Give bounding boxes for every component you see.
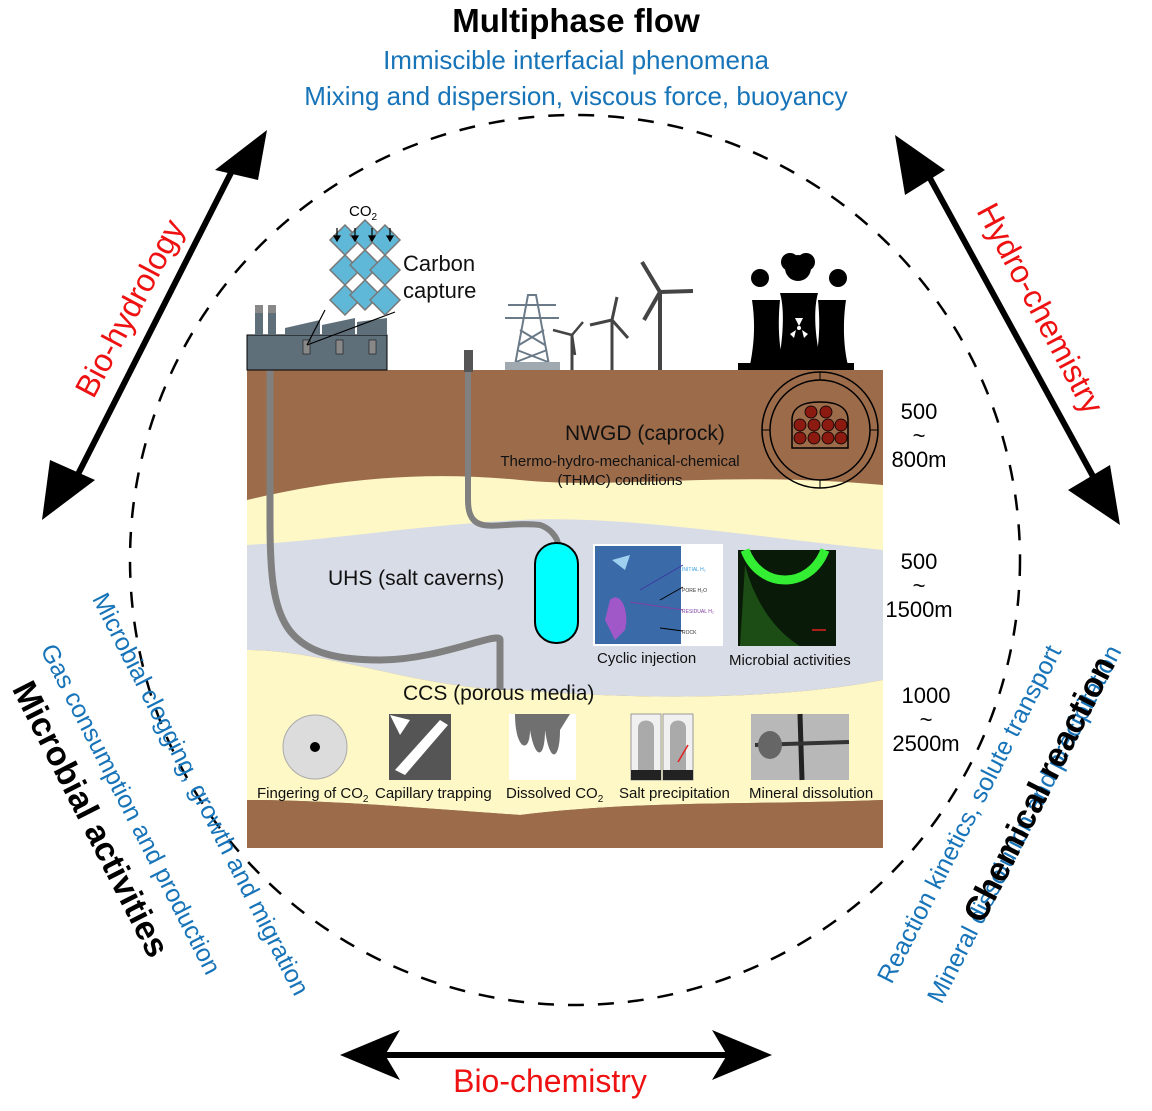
factory-icon [246, 305, 396, 371]
ccs-depth: 1000~2500m [892, 683, 960, 756]
nwgd-depth: 500~800m [891, 399, 947, 472]
arrow-bio-chemistry [340, 1030, 772, 1080]
caption-mineral-dissolution: Mineral dissolution [749, 785, 874, 802]
ccs-pipe [266, 345, 504, 690]
carbon-capture-label: Carbon capture [403, 251, 477, 303]
power-pylon-icon [505, 294, 560, 370]
caption-fingering: Fingering of CO2 [257, 785, 369, 805]
dashed-cycle-circle [128, 113, 1022, 1007]
co2-label: CO2 [349, 203, 378, 223]
title-multiphase-flow: Multiphase flow [452, 2, 700, 39]
cyclic-injection-labels: INITIAL H₂ PORE H₂O RESIDUAL H₂ ROCK [682, 567, 714, 636]
caption-microbial-activities: Microbial activities [729, 652, 851, 669]
fingering-image [282, 714, 348, 780]
wind-turbines-icon [552, 260, 694, 370]
uhs-pipe [465, 370, 561, 546]
nuclear-repository-icon [761, 371, 879, 489]
nuclear-plant-icon [738, 253, 854, 370]
ccs-title: CCS (porous media) [403, 682, 595, 705]
microbial-activities-image [738, 548, 836, 646]
label-bio-chemistry: Bio-chemistry [453, 1063, 647, 1099]
subtitle-line2: Mixing and dispersion, viscous force, bu… [304, 81, 848, 111]
caption-salt-precipitation: Salt precipitation [619, 785, 730, 802]
h2-storage-tank [534, 542, 579, 644]
carbon-capture-crystal-icon [328, 218, 402, 317]
caption-dissolved-co2: Dissolved CO2 [506, 785, 604, 805]
mineral-dissolution-image [751, 713, 850, 781]
caption-cyclic-injection: Cyclic injection [597, 650, 697, 667]
capillary-trapping-image [389, 714, 451, 780]
cyclic-injection-image [593, 544, 723, 646]
arrow-bio-hydrology [42, 130, 267, 520]
arrow-hydro-chemistry [895, 135, 1120, 525]
nwgd-title: NWGD (caprock) [565, 422, 725, 445]
bottom-rock [247, 800, 883, 848]
salt-precipitation-image [630, 713, 694, 781]
subtitle-line1: Immiscible interfacial phenomena [383, 45, 769, 75]
uhs-title: UHS (salt caverns) [328, 567, 505, 590]
caption-capillary-trapping: Capillary trapping [375, 785, 492, 802]
geology-cross-section [247, 345, 883, 848]
dissolved-co2-image [509, 714, 576, 780]
uhs-depth: 500~1500m [885, 549, 953, 622]
nwgd-description: Thermo-hydro-mechanical-chemical (THMC) … [500, 453, 740, 489]
